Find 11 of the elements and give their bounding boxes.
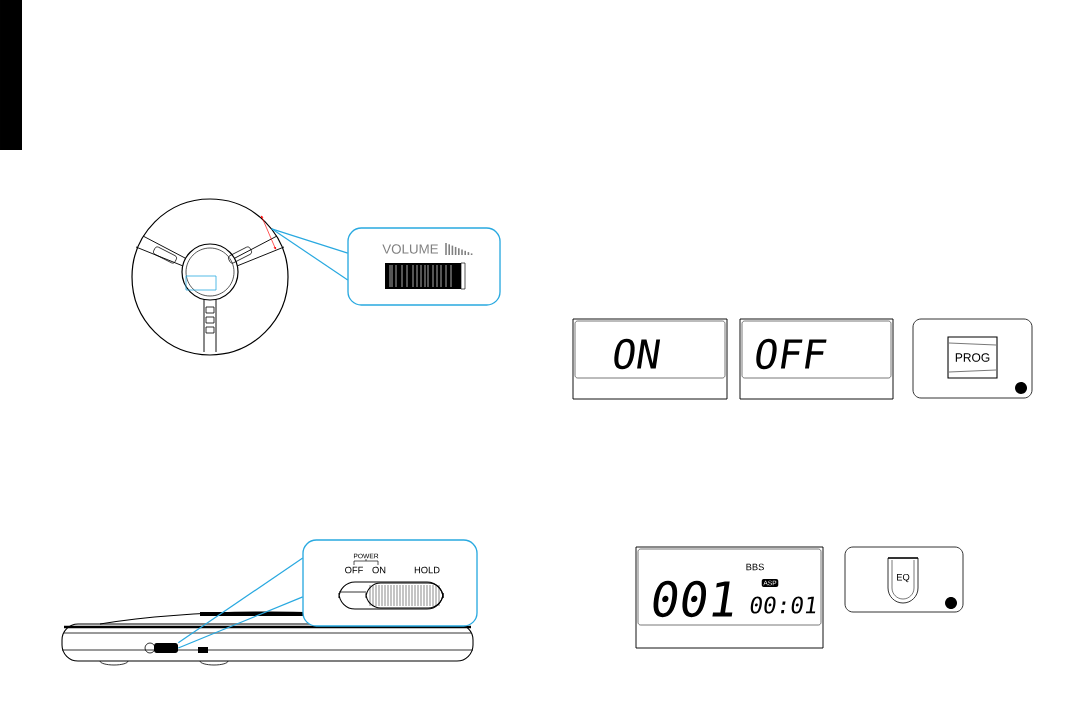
player-drawing xyxy=(131,198,289,356)
prog-button-panel: PROG xyxy=(912,318,1033,399)
eq-button-panel: EQ xyxy=(844,546,964,613)
leader-line xyxy=(271,228,349,254)
lcd-display: ON xyxy=(572,318,728,400)
slide-switch xyxy=(154,643,178,653)
leader-line xyxy=(177,557,304,644)
leader-line xyxy=(177,596,304,649)
leader-line xyxy=(271,228,349,281)
lcd-display: OFF xyxy=(739,318,894,400)
volume-callout: VOLUME xyxy=(347,227,501,306)
